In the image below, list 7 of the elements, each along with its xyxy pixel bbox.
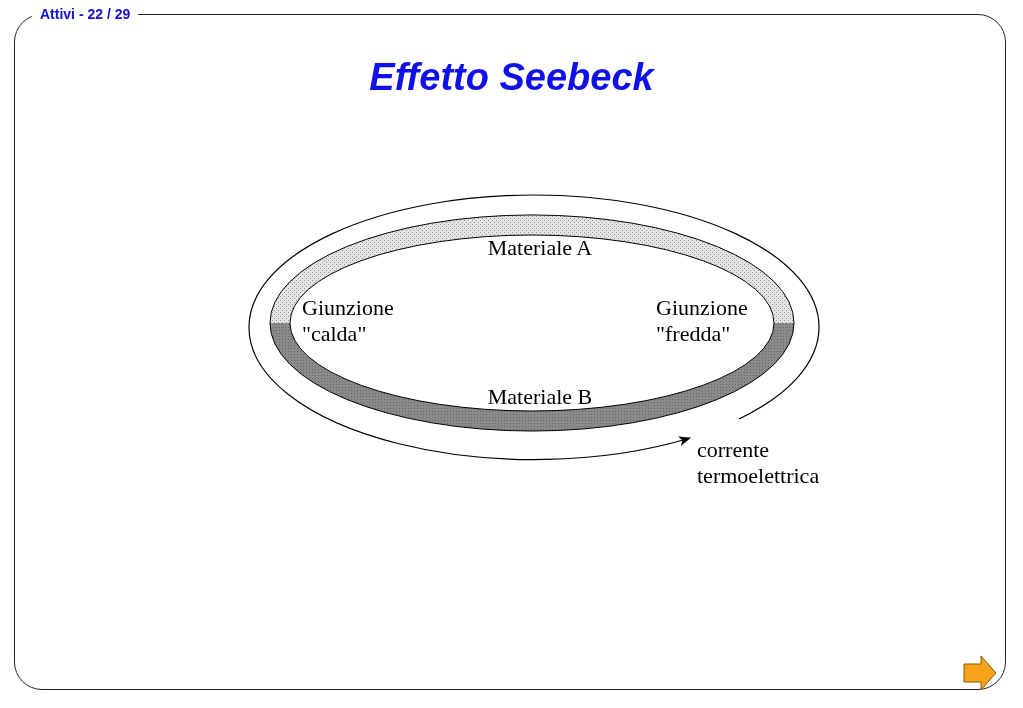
junction-label: Giunzione "calda" bbox=[302, 295, 395, 347]
material-label: Materiale A bbox=[486, 235, 594, 261]
material-label: Materiale B bbox=[486, 384, 594, 410]
slide-counter: Attivi - 22 / 29 bbox=[32, 6, 139, 22]
slide-title: Effetto Seebeck bbox=[369, 56, 654, 98]
junction-label: Giunzione "fredda" bbox=[656, 295, 749, 347]
current-label: corrente termoelettrica bbox=[697, 437, 821, 489]
